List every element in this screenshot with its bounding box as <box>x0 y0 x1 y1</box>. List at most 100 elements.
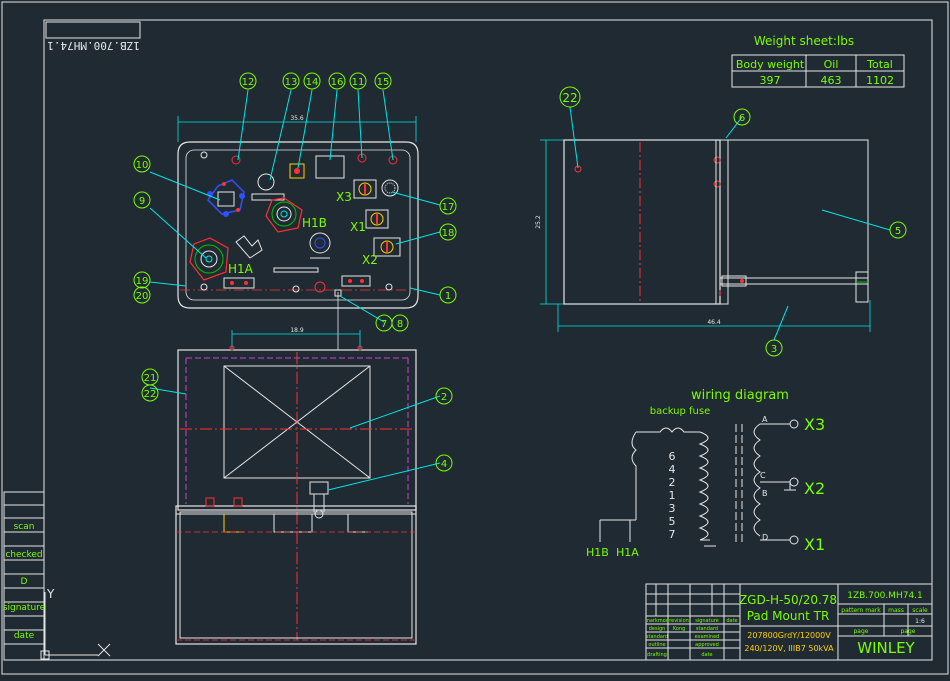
svg-text:12: 12 <box>242 77 255 88</box>
svg-text:21: 21 <box>144 373 157 384</box>
dim-top-width: 35.6 <box>290 115 304 122</box>
callout-7: 7 <box>375 314 393 332</box>
tap-label-1: 1 <box>669 489 676 502</box>
point-b: B <box>762 489 768 498</box>
bushing-h1a: H1A <box>189 237 254 281</box>
callout-22-plan: 22 <box>141 384 159 402</box>
callout-15: 15 <box>374 72 392 90</box>
row-left-3: outline <box>648 642 665 648</box>
row-left-0: markmod <box>645 618 669 624</box>
wiring-fuse-label: backup fuse <box>650 406 711 417</box>
svg-text:2: 2 <box>441 392 447 403</box>
row-right-4: date <box>701 652 712 658</box>
row-left-1: design <box>649 626 666 632</box>
weight-header-oil: Oil <box>824 58 839 71</box>
left-label-column: scan checked D signature date <box>3 491 46 661</box>
dim-plan-width: 18.9 <box>290 327 304 334</box>
tap-label-3: 3 <box>669 502 676 515</box>
weight-header-total: Total <box>866 58 893 71</box>
ucs-icon: Y <box>40 587 111 660</box>
callout-19: 19 <box>133 271 151 289</box>
row-left-2: standard <box>646 634 668 640</box>
panel-outline <box>177 141 419 309</box>
bushing-x1-label: X1 <box>350 220 366 234</box>
side-view: 25.2 46.4 <box>535 139 871 332</box>
code-box <box>45 21 141 39</box>
point-a: A <box>762 415 768 424</box>
svg-text:14: 14 <box>306 77 319 88</box>
bushing-h1b-label: H1B <box>302 216 327 230</box>
weight-sheet-title: Weight sheet:lbs <box>754 34 854 48</box>
weight-sheet: Weight sheet:lbs Body weight Oil Total 3… <box>731 34 905 88</box>
svg-text:6: 6 <box>739 113 745 124</box>
mirrored-code: 1ZB.700.MH74.1 <box>47 39 140 52</box>
inner-frame <box>43 19 933 661</box>
bushing-h1b: H1B <box>265 197 327 233</box>
tap-label-7: 7 <box>669 528 676 541</box>
wiring-diagram: wiring diagram backup fuse 6 4 2 1 3 5 7… <box>586 388 825 559</box>
callout-21: 21 <box>141 368 159 386</box>
svg-text:20: 20 <box>136 291 149 302</box>
callout-17: 17 <box>439 197 457 215</box>
title-block: ZGD-H-50/20.78 Pad Mount TR 207800GrdY/1… <box>645 583 933 661</box>
tap-label-2: 2 <box>669 476 676 489</box>
callout-1: 1 <box>439 286 457 304</box>
spec-line2: 240/120V, IIIB7 50kVA <box>744 644 834 653</box>
callout-18: 18 <box>439 223 457 241</box>
cell-scale: scale <box>912 607 928 614</box>
dim-side-width: 46.4 <box>707 319 721 326</box>
callout-22-side: 22 <box>559 86 581 108</box>
dim-side-height: 25.2 <box>535 215 542 229</box>
tap-label-5: 5 <box>669 515 676 528</box>
callout-9: 9 <box>133 191 151 209</box>
weight-value-total: 1102 <box>866 74 894 87</box>
company-name: WINLEY <box>857 639 915 657</box>
callout-14: 14 <box>303 72 321 90</box>
mirrored-code-text: 1ZB.700.MH74.1 <box>47 39 140 52</box>
cell-mass: mass <box>888 607 904 614</box>
row-right-1: standard <box>696 626 718 632</box>
svg-text:8: 8 <box>397 319 403 330</box>
tap-label-4: 4 <box>669 463 676 476</box>
svg-text:3: 3 <box>771 344 777 355</box>
row-date: date <box>726 618 737 624</box>
svg-text:22: 22 <box>562 91 577 105</box>
callout-3: 3 <box>765 339 783 357</box>
label-scan: scan <box>14 522 35 532</box>
output-x1: X1 <box>804 535 825 554</box>
point-c: C <box>760 471 766 480</box>
callout-8: 8 <box>391 314 409 332</box>
cell-pattern-mark: pattern mark <box>841 607 881 614</box>
item-10-device <box>207 179 245 217</box>
svg-text:22: 22 <box>144 389 157 400</box>
output-x2: X2 <box>804 479 825 498</box>
row-left-4: drafting <box>647 652 667 658</box>
bushing-h1a-label: H1A <box>228 262 254 276</box>
weight-header-body: Body weight <box>736 58 805 71</box>
callout-20: 20 <box>133 286 151 304</box>
bushing-x2-label: X2 <box>362 253 378 267</box>
callout-13: 13 <box>282 72 300 90</box>
ucs-y-label: Y <box>46 587 55 601</box>
output-x3: X3 <box>804 415 825 434</box>
callout-6: 6 <box>733 108 751 126</box>
callout-2: 2 <box>435 387 453 405</box>
svg-text:19: 19 <box>136 276 149 287</box>
svg-text:4: 4 <box>441 459 447 470</box>
row-right-3: approved <box>695 642 719 648</box>
weight-value-oil: 463 <box>821 74 842 87</box>
row-mid-1: Kong <box>673 626 685 632</box>
callout-10: 10 <box>133 155 151 173</box>
wiring-title: wiring diagram <box>691 388 789 403</box>
bushing-x1: X1 <box>350 209 389 234</box>
svg-text:5: 5 <box>895 226 901 237</box>
spec-line1: 207800GrdY/12000V <box>747 631 831 640</box>
svg-text:16: 16 <box>331 77 344 88</box>
callouts: 12 13 14 16 11 15 10 9 17 18 19 20 1 7 8… <box>133 72 907 491</box>
callout-16: 16 <box>328 72 346 90</box>
cell-page-1: page <box>854 628 869 635</box>
title-line1: ZGD-H-50/20.78 <box>739 593 837 607</box>
svg-text:18: 18 <box>442 228 455 239</box>
